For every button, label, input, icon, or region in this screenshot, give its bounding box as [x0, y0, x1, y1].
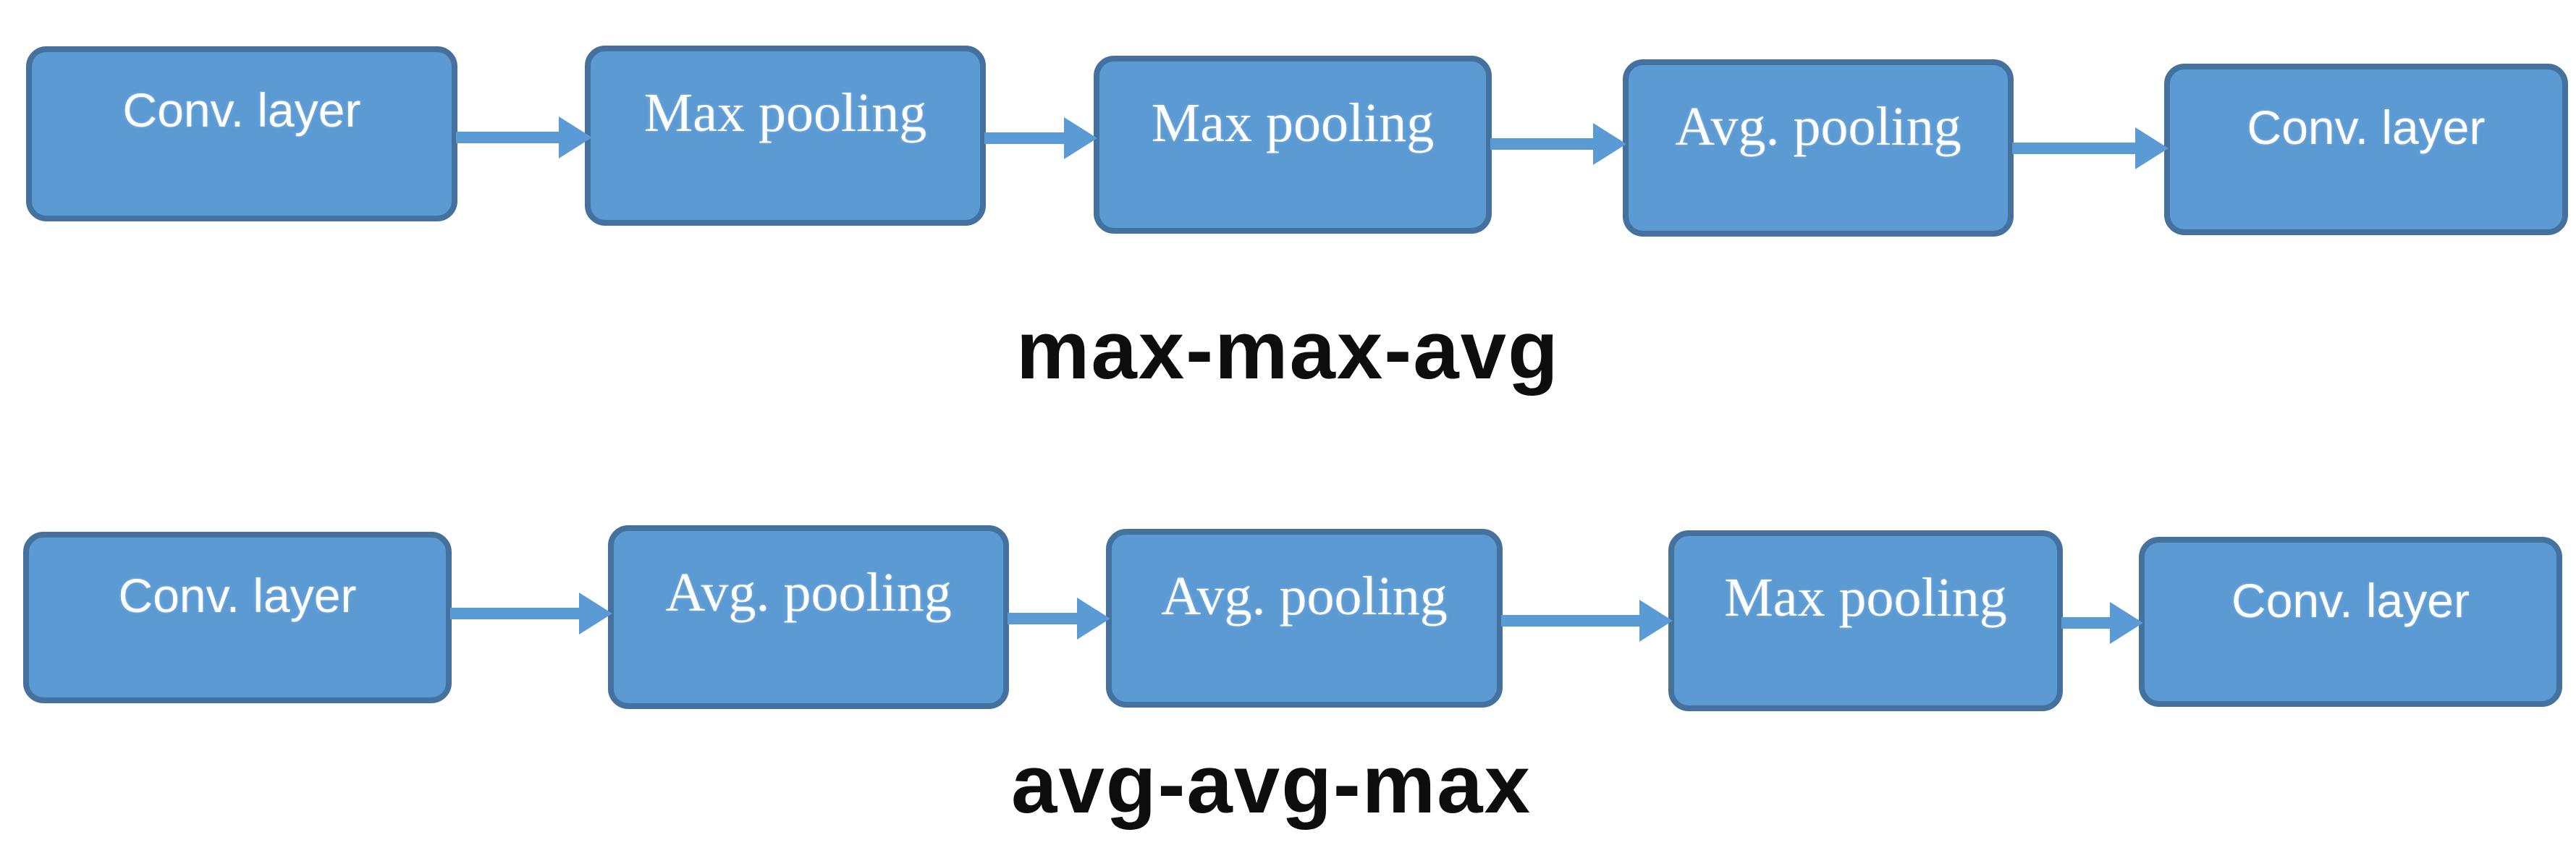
flow-box-label: Avg. pooling: [1161, 566, 1448, 627]
flow-box-max-pooling: Max pooling: [1668, 530, 2063, 711]
flow-box-max-pooling: Max pooling: [1094, 56, 1492, 234]
flow-box-label: Conv. layer: [122, 83, 361, 137]
flow-box-label: Conv. layer: [2231, 574, 2470, 627]
flow-box-conv-layer: Conv. layer: [26, 46, 457, 221]
flow-box-avg-pooling: Avg. pooling: [1106, 529, 1503, 708]
flow-box-label: Max pooling: [643, 82, 927, 143]
flow-box-label: Avg. pooling: [1675, 96, 1961, 157]
arrow-shaft: [1008, 613, 1080, 624]
flow-arrow: [2012, 127, 2169, 169]
flow-arrow: [1501, 600, 1673, 642]
arrow-head: [1593, 123, 1626, 165]
flow-arrow: [2061, 602, 2143, 644]
arrow-shaft: [456, 132, 562, 143]
flow-box-label: Max pooling: [1724, 567, 2007, 628]
arrow-head: [2110, 602, 2143, 644]
flow-box-label: Conv. layer: [2247, 101, 2486, 154]
arrow-head: [559, 116, 592, 158]
arrow-head: [1639, 600, 1673, 642]
flow-box-max-pooling: Max pooling: [585, 46, 986, 226]
arrow-shaft: [2012, 143, 2138, 154]
flow-box-avg-pooling: Avg. pooling: [1623, 59, 2014, 237]
arrow-head: [1064, 117, 1097, 159]
arrow-head: [2135, 127, 2169, 169]
arrow-shaft: [450, 608, 582, 619]
flow-box-label: Avg. pooling: [665, 562, 952, 623]
arrow-shaft: [984, 132, 1067, 144]
arrow-shaft: [2061, 617, 2113, 629]
flow-arrow: [984, 117, 1097, 159]
row-caption-avg-avg-max: avg-avg-max: [1011, 739, 1532, 831]
flow-box-avg-pooling: Avg. pooling: [608, 525, 1009, 709]
arrow-head: [1077, 598, 1110, 640]
flow-box-label: Conv. layer: [118, 569, 357, 622]
flow-arrow: [1008, 598, 1110, 640]
arrow-shaft: [1490, 138, 1596, 150]
flow-box-conv-layer: Conv. layer: [23, 532, 452, 703]
row-caption-max-max-avg: max-max-avg: [1016, 305, 1560, 396]
flow-arrow: [1490, 123, 1626, 165]
arrow-shaft: [1501, 615, 1642, 627]
flow-box-conv-layer: Conv. layer: [2139, 537, 2562, 707]
flow-box-conv-layer: Conv. layer: [2164, 64, 2568, 235]
flow-box-label: Max pooling: [1151, 93, 1435, 153]
arrow-head: [579, 593, 612, 635]
flow-arrow: [456, 116, 592, 158]
flow-arrow: [450, 593, 612, 635]
